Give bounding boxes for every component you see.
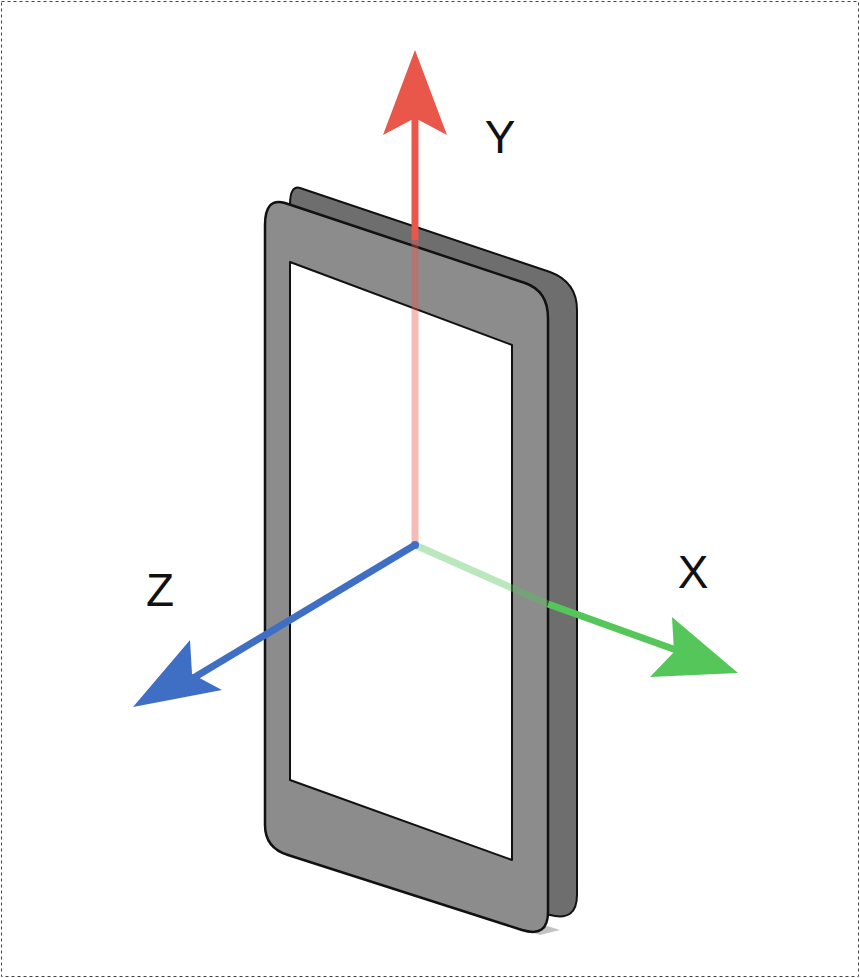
y-axis-hidden: [412, 240, 419, 545]
phone-front: [265, 202, 548, 932]
y-axis: [412, 110, 419, 240]
axis-label: Y: [485, 114, 516, 160]
z-arrowhead: [133, 640, 222, 707]
y-arrowhead: [383, 50, 447, 135]
z-axis: [185, 545, 415, 683]
axis-label: Z: [146, 567, 174, 613]
phone-screen: [290, 262, 512, 860]
origin: [411, 541, 419, 549]
axis-label: X: [678, 549, 709, 595]
x-arrowhead: [650, 617, 738, 677]
x-axis-hidden: [415, 545, 548, 604]
x-axis: [548, 604, 690, 655]
